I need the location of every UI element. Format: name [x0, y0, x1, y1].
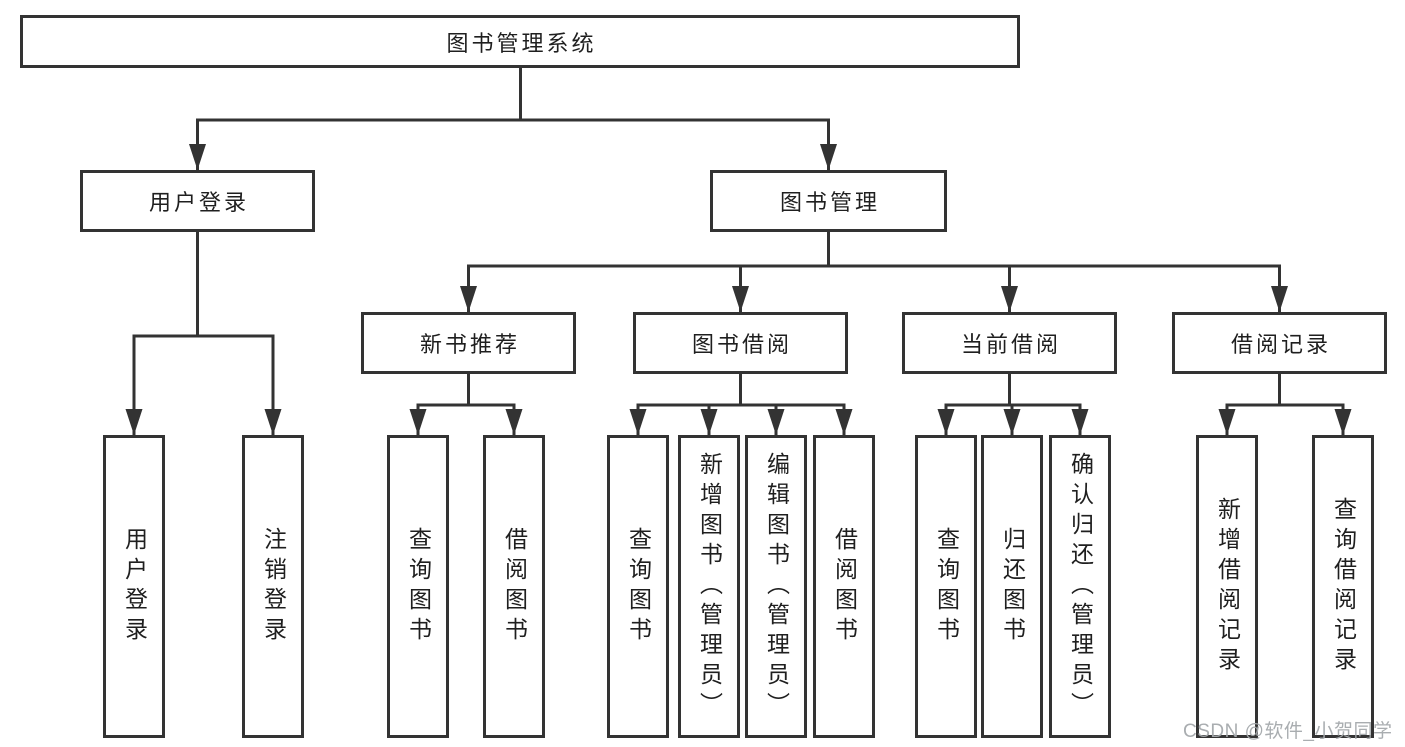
leaf-logout-label: 注销登录	[260, 526, 287, 647]
node-current-borrowing: 当前借阅	[902, 312, 1117, 374]
leaf-search-books-current: 查询图书	[915, 435, 977, 738]
leaf-borrow-books-borrowing: 借阅图书	[813, 435, 875, 738]
edge-newrec-trunk	[416, 374, 516, 407]
leaf-borrow-books-recommend-label: 借阅图书	[501, 526, 528, 647]
node-library-system: 图书管理系统	[20, 15, 1020, 68]
node-library-system-label: 图书管理系统	[446, 30, 597, 56]
node-book-borrowing-label: 图书借阅	[691, 332, 792, 357]
leaf-search-books-recommend-label: 查询图书	[405, 526, 432, 647]
leaf-borrow-books-borrowing-label: 借阅图书	[831, 526, 858, 647]
leaf-search-borrow-record-label: 查询借阅记录	[1330, 496, 1357, 677]
leaf-edit-books-admin: 编辑图书（管理员）	[745, 435, 807, 738]
leaf-search-books-borrowing-label: 查询图书	[625, 526, 652, 647]
leaf-return-books-label: 归还图书	[999, 526, 1026, 647]
leaf-search-books-recommend: 查询图书	[387, 435, 449, 738]
leaf-add-books-admin: 新增图书（管理员）	[678, 435, 740, 738]
leaf-user-login-label: 用户登录	[121, 526, 148, 647]
leaf-search-borrow-record: 查询借阅记录	[1312, 435, 1374, 738]
leaf-add-borrow-record: 新增借阅记录	[1196, 435, 1258, 738]
edge-mgmt-trunk	[467, 232, 1281, 268]
csdn-watermark: CSDN @软件_小贺同学	[1183, 721, 1393, 742]
node-book-borrowing: 图书借阅	[633, 312, 848, 374]
edge-records-trunk	[1225, 374, 1345, 407]
leaf-user-login: 用户登录	[103, 435, 165, 738]
edge-borrow-trunk	[636, 374, 846, 407]
edge-login-trunk	[132, 232, 275, 338]
leaf-edit-books-admin-label: 编辑图书（管理员）	[763, 451, 790, 722]
edge-root-trunk	[196, 67, 830, 122]
node-new-book-recommend: 新书推荐	[361, 312, 576, 374]
leaf-logout: 注销登录	[242, 435, 304, 738]
edge-current-trunk	[944, 374, 1082, 407]
leaf-confirm-return-admin: 确认归还（管理员）	[1049, 435, 1111, 738]
leaf-confirm-return-admin-label: 确认归还（管理员）	[1067, 451, 1094, 722]
node-user-login-label: 用户登录	[148, 190, 249, 215]
node-book-management: 图书管理	[710, 170, 947, 232]
node-borrowing-records-label: 借阅记录	[1230, 332, 1331, 357]
leaf-search-books-borrowing: 查询图书	[607, 435, 669, 738]
node-borrowing-records: 借阅记录	[1172, 312, 1387, 374]
leaf-add-borrow-record-label: 新增借阅记录	[1214, 496, 1241, 677]
node-new-book-recommend-label: 新书推荐	[419, 332, 520, 357]
leaf-return-books: 归还图书	[981, 435, 1043, 738]
leaf-borrow-books-recommend: 借阅图书	[483, 435, 545, 738]
node-current-borrowing-label: 当前借阅	[960, 332, 1061, 357]
leaf-search-books-current-label: 查询图书	[933, 526, 960, 647]
leaf-add-books-admin-label: 新增图书（管理员）	[696, 451, 723, 722]
node-user-login: 用户登录	[80, 170, 315, 232]
node-book-management-label: 图书管理	[779, 190, 880, 215]
